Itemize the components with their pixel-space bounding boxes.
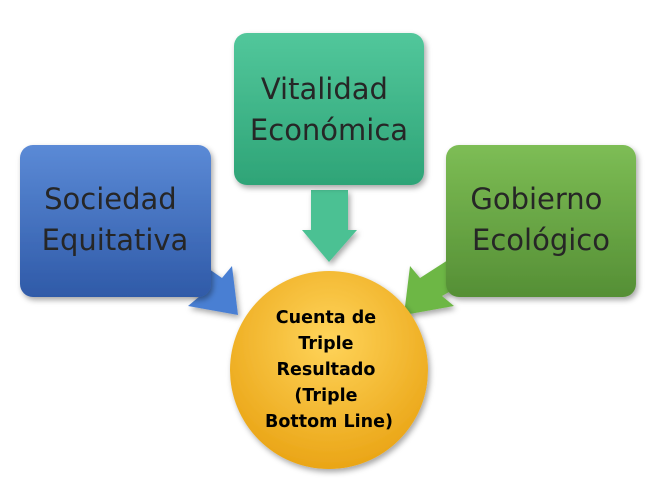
economy-label-line1: Vitalidad bbox=[261, 72, 388, 106]
ecology-box-label: Gobierno Ecológico bbox=[470, 182, 611, 257]
ecology-label-line2: Ecológico bbox=[472, 223, 610, 257]
society-label-line2: Equitativa bbox=[42, 223, 189, 257]
center-label-line2: Triple bbox=[298, 334, 353, 354]
economy-box: Vitalidad Económica bbox=[234, 33, 424, 185]
center-label-line4: (Triple bbox=[294, 386, 357, 406]
ecology-box: Gobierno Ecológico bbox=[446, 145, 636, 297]
center-circle-label: Cuenta de Triple Resultado (Triple Botto… bbox=[265, 308, 393, 432]
economy-box-label: Vitalidad Económica bbox=[250, 72, 408, 147]
ecology-box-shape bbox=[446, 145, 636, 297]
arrow-economy-to-center bbox=[302, 190, 357, 262]
society-box-label: Sociedad Equitativa bbox=[42, 182, 189, 257]
society-box-shape bbox=[20, 145, 211, 297]
center-label-line1: Cuenta de bbox=[276, 308, 376, 328]
society-label-line1: Sociedad bbox=[44, 182, 177, 216]
center-label-line5: Bottom Line) bbox=[265, 412, 393, 432]
center-label-line3: Resultado bbox=[276, 360, 375, 380]
ecology-label-line1: Gobierno bbox=[470, 182, 602, 216]
center-circle: Cuenta de Triple Resultado (Triple Botto… bbox=[230, 271, 428, 469]
economy-box-shape bbox=[234, 33, 424, 185]
society-box: Sociedad Equitativa bbox=[20, 145, 211, 297]
economy-label-line2: Económica bbox=[250, 113, 408, 147]
center-circle-shape bbox=[230, 271, 428, 469]
arrow-economy-shape bbox=[302, 190, 357, 262]
